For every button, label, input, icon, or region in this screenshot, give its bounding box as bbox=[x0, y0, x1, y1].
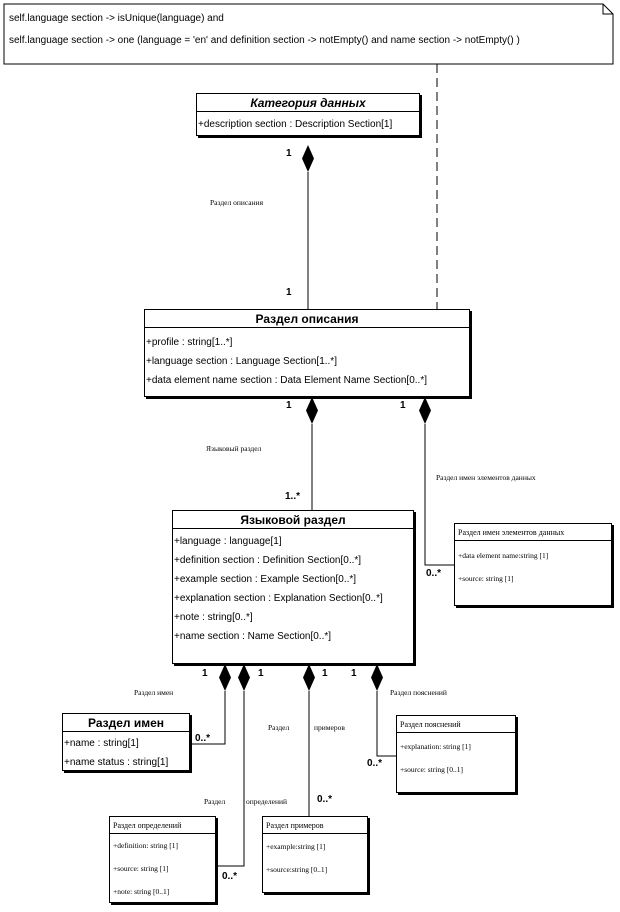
multiplicity-language-source: 1 bbox=[286, 400, 292, 411]
class-attribute: +language section : Language Section[1..… bbox=[146, 356, 337, 367]
multiplicity-explanations-target: 0..* bbox=[367, 758, 383, 769]
assoc-examples-diamond bbox=[303, 664, 315, 691]
class-title: Категория данных bbox=[197, 94, 419, 112]
class-title: Раздел имен bbox=[63, 714, 189, 732]
class-example-section[interactable]: Раздел примеров +example:string [1] +sou… bbox=[262, 816, 368, 893]
class-title: Раздел определений bbox=[110, 817, 215, 834]
ocl-constraint-note: self.language section -> isUnique(langua… bbox=[4, 4, 613, 64]
multiplicity-description-source: 1 bbox=[286, 148, 292, 159]
class-explanation-section[interactable]: Раздел пояснений +explanation: string [1… bbox=[396, 715, 516, 793]
class-title: Раздел примеров bbox=[263, 817, 367, 834]
role-label-examples-part2: примеров bbox=[314, 723, 345, 732]
class-data-element-name-section[interactable]: Раздел имен элементов данных +data eleme… bbox=[454, 523, 612, 606]
class-title: Раздел имен элементов данных bbox=[455, 524, 611, 541]
multiplicity-language-target: 1..* bbox=[285, 491, 301, 502]
role-label-language: Языковый раздел bbox=[206, 444, 262, 453]
multiplicity-definitions-source: 1 bbox=[258, 668, 264, 679]
class-attribute: +explanation section : Explanation Secti… bbox=[174, 593, 383, 604]
class-attribute: +example section : Example Section[0..*] bbox=[174, 574, 357, 585]
class-definition-section[interactable]: Раздел определений +definition: string [… bbox=[109, 816, 216, 903]
class-attribute: +description section : Description Secti… bbox=[198, 119, 393, 130]
class-attribute: +language : language[1] bbox=[174, 536, 282, 547]
multiplicity-explanations-source: 1 bbox=[351, 668, 357, 679]
assoc-definitions-diamond bbox=[238, 664, 250, 691]
note-line-2: self.language section -> one (language =… bbox=[9, 35, 520, 46]
multiplicity-description-target: 1 bbox=[286, 287, 292, 298]
class-attribute: +definition section : Definition Section… bbox=[174, 555, 362, 566]
role-label-data-element-names: Раздел имен элементов данных bbox=[436, 473, 536, 482]
role-label-explanations: Раздел пояснений bbox=[390, 688, 447, 697]
role-label-examples-part1: Раздел bbox=[268, 723, 290, 732]
class-attribute: +name : string[1] bbox=[64, 738, 139, 749]
class-attribute: +note : string[0..*] bbox=[174, 612, 253, 623]
note-outline bbox=[3, 3, 614, 65]
role-label-definitions-part1: Раздел bbox=[204, 797, 226, 806]
class-attribute: +source:string [0..1] bbox=[266, 865, 328, 874]
multiplicity-data-element-names-target: 0..* bbox=[426, 568, 442, 579]
multiplicity-examples-source: 1 bbox=[322, 668, 328, 679]
role-label-names: Раздел имен bbox=[134, 688, 174, 697]
multiplicity-data-element-names-source: 1 bbox=[400, 400, 406, 411]
note-line-1: self.language section -> isUnique(langua… bbox=[9, 13, 224, 24]
assoc-language-diamond bbox=[306, 397, 318, 424]
class-attribute: +source: string [1] bbox=[458, 574, 514, 583]
class-attribute: +data element name:string [1] bbox=[458, 551, 549, 560]
class-description-section[interactable]: Раздел описания +profile : string[1..*] … bbox=[144, 309, 470, 397]
class-title: Раздел описания bbox=[145, 310, 469, 328]
class-attribute: +source: string [1] bbox=[113, 864, 169, 873]
class-title: Раздел пояснений bbox=[397, 716, 515, 733]
class-attribute: +profile : string[1..*] bbox=[146, 337, 233, 348]
class-language-section[interactable]: Языковой раздел +language : language[1] … bbox=[172, 510, 414, 664]
class-attribute: +source: string [0..1] bbox=[400, 765, 463, 774]
class-data-category[interactable]: Категория данных +description section : … bbox=[196, 93, 420, 136]
assoc-data-element-names-diamond bbox=[419, 397, 431, 424]
assoc-names-diamond bbox=[219, 664, 231, 691]
class-attribute: +definition: string [1] bbox=[113, 841, 179, 850]
class-attribute: +explanation: string [1] bbox=[400, 742, 471, 751]
class-attribute: +data element name section : Data Elemen… bbox=[146, 375, 427, 386]
multiplicity-names-target: 0..* bbox=[195, 733, 211, 744]
class-title: Языковой раздел bbox=[173, 511, 413, 529]
class-attribute: +example:string [1] bbox=[266, 842, 326, 851]
assoc-description-diamond bbox=[302, 145, 314, 172]
assoc-explanations-line bbox=[376, 691, 396, 757]
role-label-definitions-part2: определений bbox=[246, 797, 288, 806]
assoc-data-element-names-line bbox=[424, 424, 454, 566]
assoc-names-line bbox=[190, 691, 226, 745]
multiplicity-names-source: 1 bbox=[202, 668, 208, 679]
role-label-description: Раздел описания bbox=[210, 198, 264, 207]
class-attribute: +note: string [0..1] bbox=[113, 887, 170, 896]
assoc-explanations-diamond bbox=[371, 664, 383, 691]
multiplicity-definitions-target: 0..* bbox=[222, 871, 238, 882]
assoc-definitions-line bbox=[216, 691, 245, 867]
class-name-section[interactable]: Раздел имен +name : string[1] +name stat… bbox=[62, 713, 190, 771]
multiplicity-examples-target: 0..* bbox=[317, 794, 333, 805]
class-attribute: +name status : string[1] bbox=[64, 757, 169, 768]
class-attribute: +name section : Name Section[0..*] bbox=[174, 631, 332, 642]
